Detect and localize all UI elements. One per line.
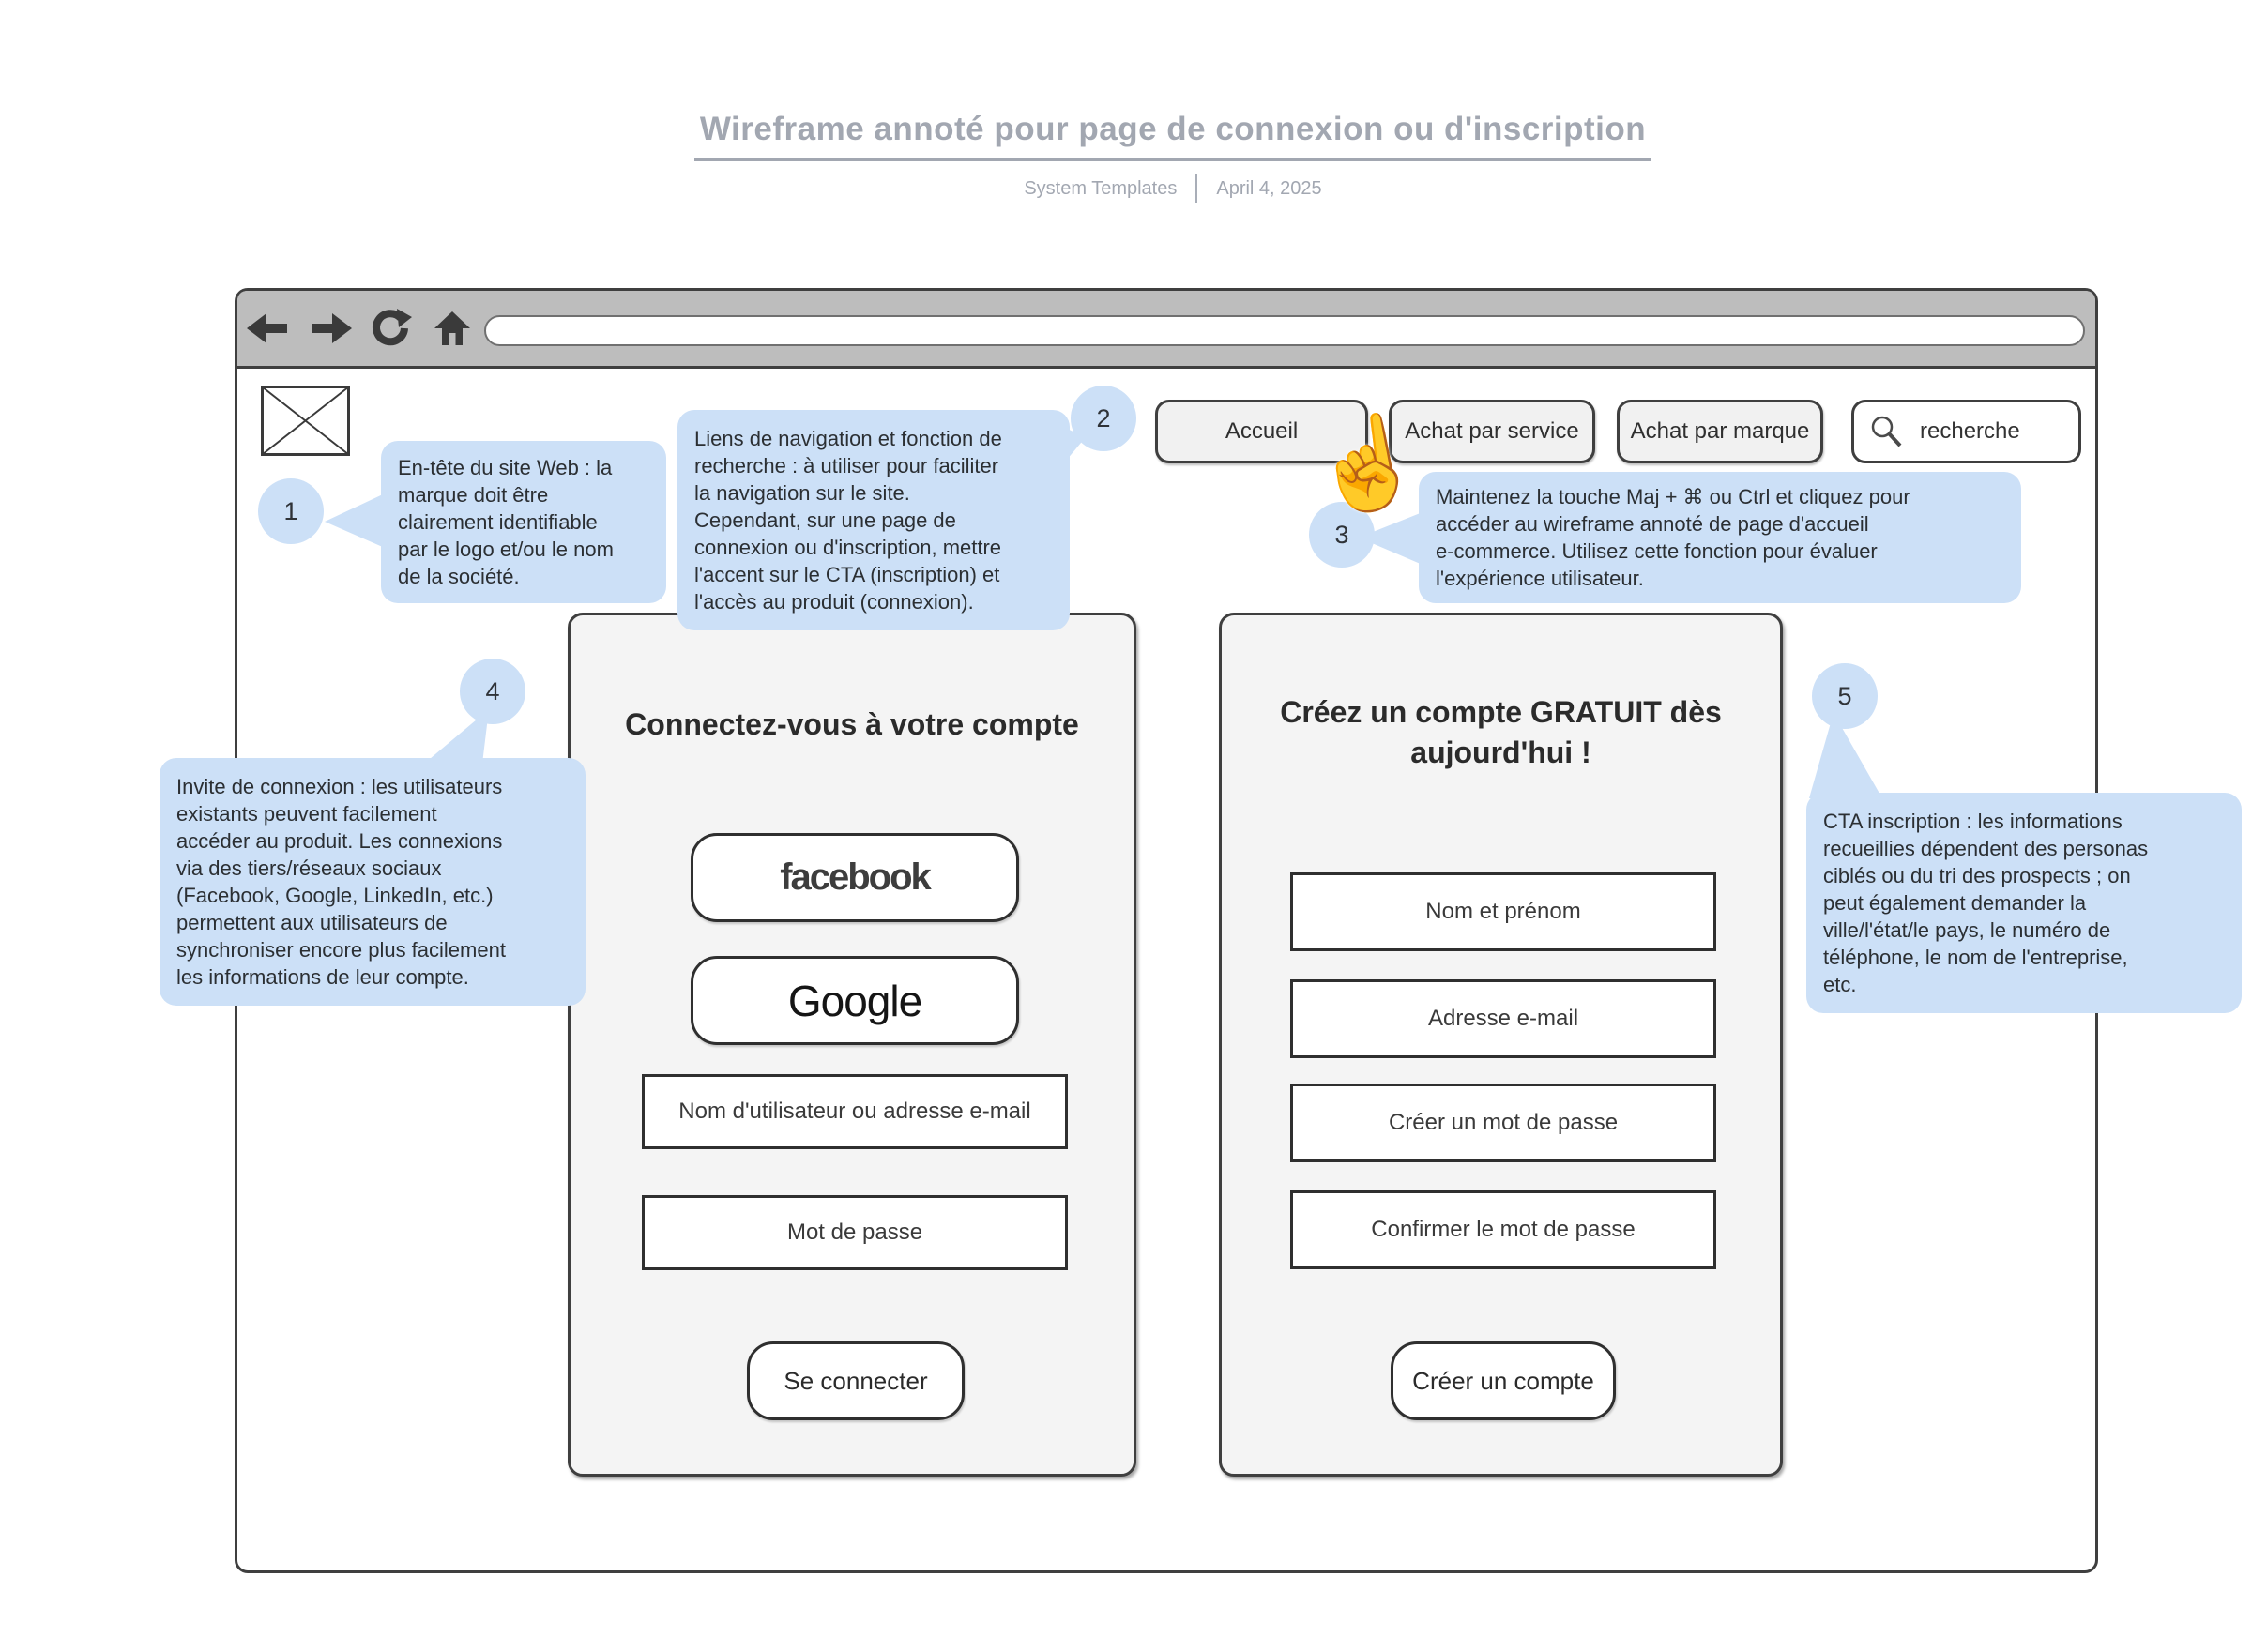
nav-button-accueil[interactable]: Accueil — [1155, 400, 1368, 463]
search-placeholder: recherche — [1920, 418, 2020, 444]
signup-title: Créez un compte GRATUIT dès aujourd'hui … — [1280, 695, 1722, 769]
signup-confirm-password-input[interactable]: Confirmer le mot de passe — [1290, 1190, 1716, 1269]
login-username-input[interactable]: Nom d'utilisateur ou adresse e-mail — [642, 1074, 1068, 1149]
google-login-button[interactable]: Google — [691, 956, 1019, 1045]
annotation-bubble-5: CTA inscription : les informations recue… — [1806, 793, 2242, 1013]
login-card: Connectez-vous à votre compte facebook G… — [568, 613, 1136, 1477]
subtitle-divider — [1195, 174, 1198, 203]
signup-card: Créez un compte GRATUIT dès aujourd'hui … — [1219, 613, 1783, 1477]
annotation-bubble-2: Liens de navigation et fonction de reche… — [677, 410, 1070, 630]
signup-fullname-input[interactable]: Nom et prénom — [1290, 872, 1716, 951]
annotation-number-2: 2 — [1071, 386, 1136, 451]
page-title: Wireframe annoté pour page de connexion … — [693, 111, 1652, 161]
refresh-icon[interactable] — [369, 309, 412, 348]
google-logo: Google — [787, 976, 922, 1025]
date-label: April 4, 2025 — [1216, 177, 1322, 199]
login-submit-button[interactable]: Se connecter — [747, 1341, 965, 1420]
brand-name: System Templates — [1024, 177, 1178, 199]
signup-email-input[interactable]: Adresse e-mail — [1290, 979, 1716, 1058]
annotation-bubble-1: En-tête du site Web : la marque doit êtr… — [381, 441, 666, 603]
back-icon[interactable] — [245, 309, 288, 348]
facebook-login-button[interactable]: facebook — [691, 833, 1019, 922]
nav-button-achat-par-service[interactable]: Achat par service — [1389, 400, 1595, 463]
search-input[interactable]: recherche — [1851, 400, 2081, 463]
annotation-bubble-4: Invite de connexion : les utilisateurs e… — [160, 758, 586, 1006]
login-password-input[interactable]: Mot de passe — [642, 1195, 1068, 1270]
nav-button-achat-par-marque[interactable]: Achat par marque — [1617, 400, 1823, 463]
annotation-number-1: 1 — [258, 478, 324, 544]
annotation-number-3: 3 — [1309, 502, 1375, 568]
facebook-logo: facebook — [780, 856, 932, 898]
annotation-number-4: 4 — [460, 659, 525, 724]
annotation-bubble-3: Maintenez la touche Maj + ⌘ ou Ctrl et c… — [1419, 472, 2021, 603]
browser-toolbar — [237, 291, 2095, 369]
search-icon — [1871, 416, 1902, 447]
signup-submit-button[interactable]: Créer un compte — [1391, 1341, 1616, 1420]
subtitle-row: System Templates April 4, 2025 — [235, 174, 2111, 203]
document-header: Wireframe annoté pour page de connexion … — [235, 111, 2111, 203]
logo-placeholder — [261, 386, 350, 456]
signup-password-input[interactable]: Créer un mot de passe — [1290, 1084, 1716, 1162]
url-bar[interactable] — [484, 315, 2085, 346]
login-title: Connectez-vous à votre compte — [625, 707, 1079, 741]
forward-icon[interactable] — [311, 309, 354, 348]
annotation-number-5: 5 — [1812, 663, 1878, 729]
home-icon[interactable] — [431, 309, 474, 348]
